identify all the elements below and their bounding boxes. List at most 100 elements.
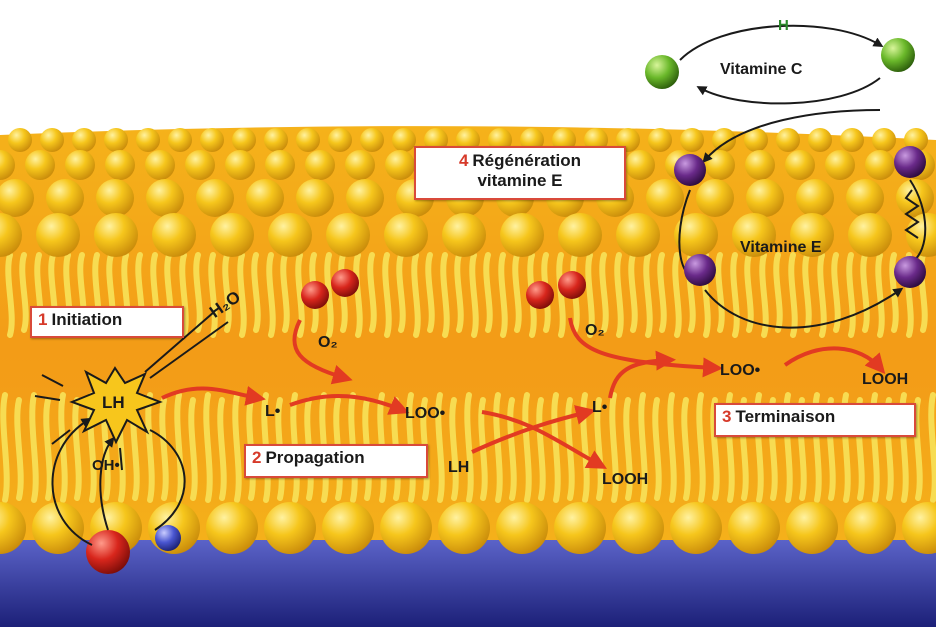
lipid-head — [94, 213, 138, 257]
vitamine-e-label: Vitamine E — [740, 239, 822, 256]
lipid-head — [305, 150, 335, 180]
lipid-tail — [240, 255, 243, 335]
lipid-tail — [206, 395, 209, 500]
lipid-head — [296, 128, 320, 152]
lipid-head — [146, 179, 184, 217]
lipid-tail — [699, 395, 702, 500]
lipid-head — [896, 179, 934, 217]
lipid-tail — [496, 395, 499, 500]
lipid-head — [8, 128, 32, 152]
initiation-label: Initiation — [51, 310, 122, 329]
lipid-head — [345, 150, 375, 180]
regeneration-line-1: 4Régénération — [422, 151, 618, 171]
lipid-tail — [269, 255, 272, 335]
lipid-head — [96, 179, 134, 217]
lipid-tail — [834, 255, 837, 330]
lipid-tail — [356, 255, 359, 335]
l-radical-label-1: L• — [265, 403, 281, 420]
lipid-tail — [452, 400, 455, 498]
lipid-head — [442, 213, 486, 257]
lipid-tail — [916, 400, 919, 498]
lipid-tail — [22, 255, 25, 330]
lipid-head — [728, 502, 780, 554]
lipid-head — [40, 128, 64, 152]
lipid-head — [696, 179, 734, 217]
lipid-tail — [196, 255, 199, 330]
lipid-head — [206, 502, 258, 554]
lipid-head — [646, 179, 684, 217]
lipid-tail — [235, 395, 238, 500]
lipid-tail — [791, 255, 794, 335]
lh-star-label: LH — [102, 393, 125, 412]
lipid-tail — [443, 255, 446, 335]
lipid-tail — [684, 400, 687, 498]
o2-label-2: O₂ — [585, 322, 605, 339]
lipid-tail — [747, 255, 750, 330]
lipid-head — [185, 150, 215, 180]
lipid-head — [844, 502, 896, 554]
lipid-tail — [46, 400, 49, 498]
lipid-head — [648, 128, 672, 152]
loo-radical-label-2: LOO• — [720, 362, 761, 379]
lipid-head — [848, 213, 892, 257]
lipid-head — [392, 128, 416, 152]
regeneration-line-2: vitamine E — [422, 171, 618, 191]
lipid-head — [385, 150, 415, 180]
lipid-head — [745, 150, 775, 180]
hydrogen-atom-sphere — [155, 525, 181, 551]
lipid-head — [616, 213, 660, 257]
terminaison-step-number: 3 — [722, 407, 731, 426]
lipid-tail — [501, 255, 504, 335]
lipid-tail — [510, 400, 513, 498]
lipid-tail — [8, 255, 11, 335]
lipid-tail — [428, 255, 431, 330]
vitamin-e-sphere — [894, 256, 926, 288]
lipid-head — [384, 213, 428, 257]
o2-atom-sphere — [558, 271, 586, 299]
lipid-head — [152, 213, 196, 257]
lipid-head — [265, 150, 295, 180]
looh-label-1: LOOH — [602, 471, 648, 488]
h-arc-label: H — [778, 17, 789, 34]
lipid-tail — [414, 255, 417, 335]
o2-atom-sphere — [331, 269, 359, 297]
lipid-tail — [254, 255, 257, 330]
lipid-tail — [17, 400, 20, 498]
lipid-tail — [148, 395, 151, 500]
lipid-tail — [655, 400, 658, 498]
propagation-label: Propagation — [265, 448, 364, 467]
lipid-head — [328, 128, 352, 152]
regeneration-title: Régénération — [472, 151, 581, 170]
lipid-head — [360, 128, 384, 152]
lipid-head — [346, 179, 384, 217]
looh-label-2: LOOH — [862, 371, 908, 388]
lipid-head — [136, 128, 160, 152]
lipid-tail — [283, 255, 286, 330]
lipid-tail — [191, 400, 194, 498]
lipid-head — [840, 128, 864, 152]
oh-radical-label: OH• — [92, 457, 120, 474]
lipid-head — [326, 213, 370, 257]
lipid-tail — [718, 255, 721, 330]
lipid-tail — [849, 255, 852, 335]
lipid-tail — [617, 255, 620, 335]
propagation-step-number: 2 — [252, 448, 261, 467]
lipid-tail — [863, 255, 866, 330]
lipid-head — [25, 150, 55, 180]
lipid-tail — [370, 255, 373, 330]
lipid-tail — [670, 395, 673, 500]
lipid-head — [296, 179, 334, 217]
lipid-head — [785, 150, 815, 180]
lipid-head — [558, 213, 602, 257]
lipid-tail — [525, 395, 528, 500]
lipid-tail — [931, 395, 934, 500]
lipid-tail — [733, 255, 736, 335]
lipid-head — [796, 179, 834, 217]
lipid-head — [872, 128, 896, 152]
lipid-tail — [177, 395, 180, 500]
vitamin-c-sphere — [881, 38, 915, 72]
